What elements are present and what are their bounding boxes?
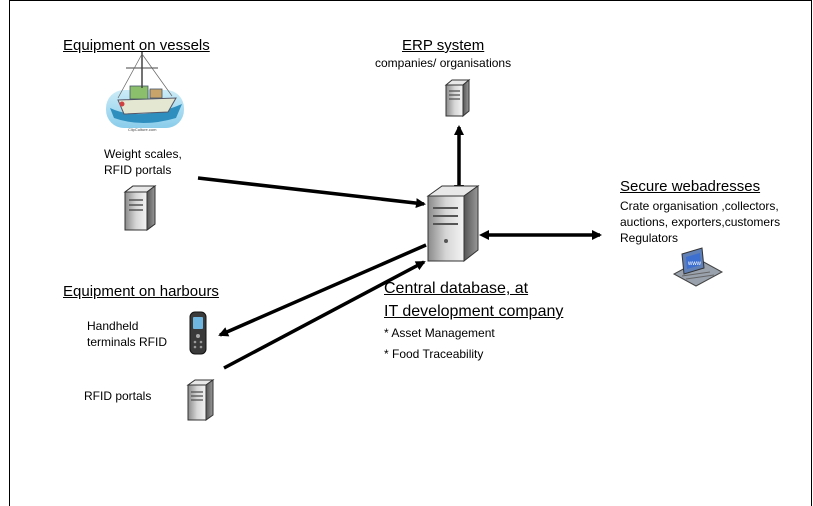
handheld-terminal-icon	[189, 311, 207, 355]
secure-line-2: auctions, exporters,customers	[620, 215, 781, 229]
arrow-portals-to-central	[223, 260, 426, 370]
slide-frame	[9, 0, 812, 506]
server-icon-harbour-portals	[186, 379, 215, 421]
vessels-title: Equipment on vessels	[63, 37, 210, 54]
vessels-desc-line-1: Weight scales,	[104, 147, 182, 161]
server-icon-central	[426, 185, 480, 263]
central-title-line-2: IT development company	[384, 303, 564, 320]
ship-icon	[106, 52, 184, 128]
vessels-desc-line-2: RFID portals	[104, 163, 172, 177]
arrow-vessels-to-central	[197, 176, 426, 209]
svg-text:www: www	[687, 261, 702, 267]
erp-title: ERP system	[402, 37, 485, 54]
central-bullet-1: * Asset Management	[384, 326, 495, 340]
secure-title: Secure webadresses	[620, 178, 761, 195]
handheld-line-2: terminals RFID	[87, 335, 168, 349]
erp-subtitle: companies/ organisations	[375, 56, 512, 70]
web-computer-icon: www	[672, 247, 724, 287]
harbours-title: Equipment on harbours	[63, 283, 219, 300]
server-icon-vessels	[123, 185, 157, 231]
server-icon-erp	[444, 78, 471, 118]
harbour-rfid-portals: RFID portals	[84, 389, 152, 403]
central-title-line-1: Central database, at	[384, 280, 529, 297]
secure-line-3: Regulators	[620, 231, 679, 245]
handheld-line-1: Handheld	[87, 319, 139, 333]
arrow-central-to-handheld	[218, 243, 427, 337]
central-bullet-2: * Food Traceability	[384, 347, 484, 361]
ship-image-caption: ClipCulture.com	[128, 127, 157, 132]
secure-line-1: Crate organisation ,collectors,	[620, 199, 779, 213]
